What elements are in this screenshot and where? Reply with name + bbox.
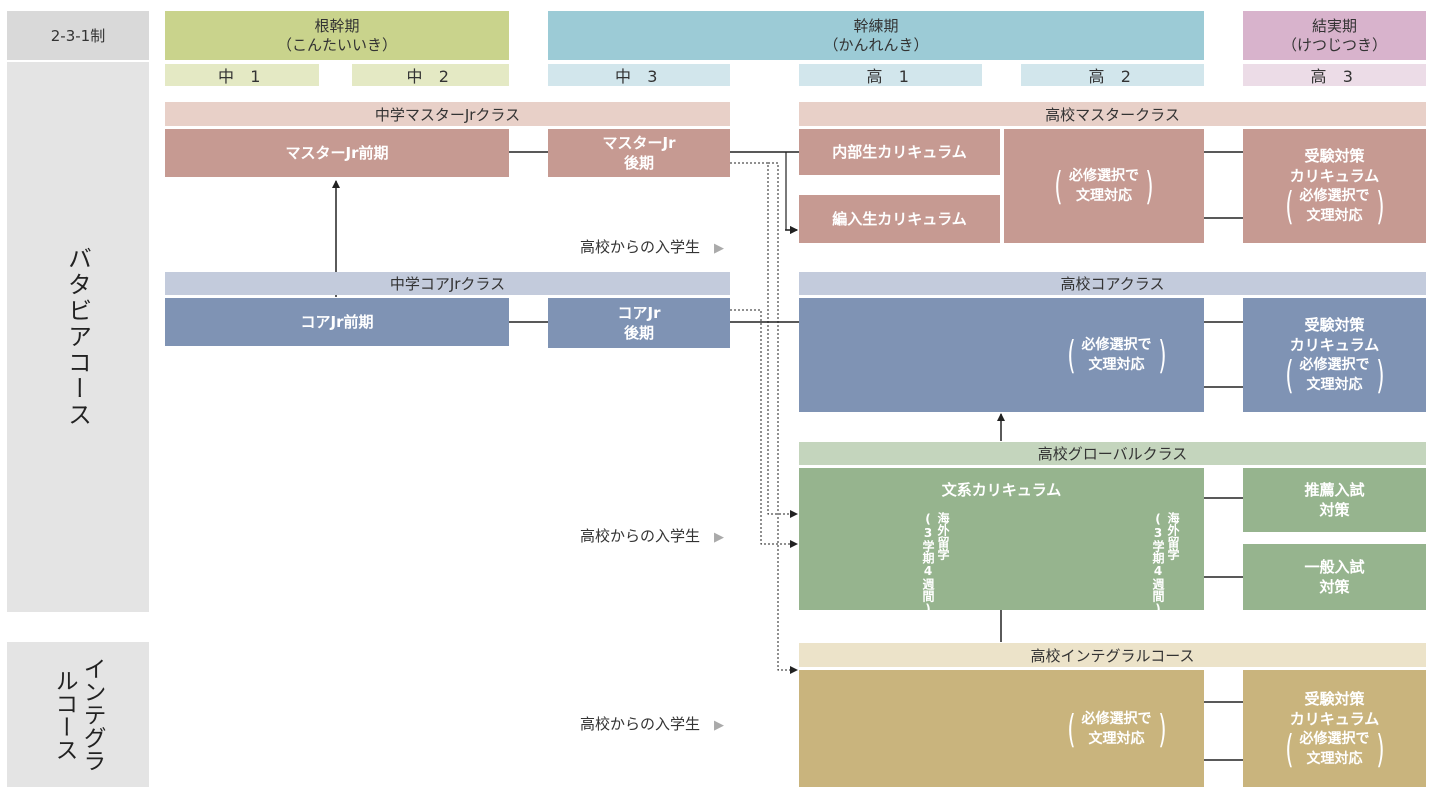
band-jr-master: 中学マスターJrクラス [165, 102, 730, 126]
box-master-elective: (必修選択で文理対応) [1004, 129, 1204, 243]
triangle-right-icon: ▶ [714, 241, 725, 256]
box-core-elective: (必修選択で文理対応) [799, 298, 1204, 412]
box-internal-curriculum: 内部生カリキュラム [799, 129, 1000, 175]
band-hs-global: 高校グローバルクラス [799, 442, 1426, 465]
triangle-right-icon: ▶ [714, 718, 725, 733]
box-transfer-curriculum: 編入生カリキュラム [799, 195, 1000, 243]
grade-header-j2: 中 2 [352, 64, 509, 86]
box-master-jr-early: マスターJr前期 [165, 129, 509, 177]
study-abroad-left: (3学期4週間) 海外留学 [921, 512, 950, 616]
box-master-exam: 受験対策 カリキュラム (必修選択で文理対応) [1243, 129, 1426, 243]
box-humanities-curriculum: 文系カリキュラム (3学期4週間) 海外留学 (3学期4週間) 海外留学 [799, 468, 1204, 616]
entry-label-global: 高校からの入学生▶ [580, 527, 725, 545]
system-label: 2-3-1制 [7, 11, 149, 60]
triangle-right-icon: ▶ [714, 530, 725, 545]
course-integral: インテグラルコース [7, 642, 149, 787]
grade-header-h2: 高 2 [1021, 64, 1204, 86]
box-integral-exam: 受験対策 カリキュラム (必修選択で文理対応) [1243, 670, 1426, 787]
grade-header-h1: 高 1 [799, 64, 982, 86]
period-header-kontai: 根幹期（こんたいいき） [165, 11, 509, 60]
entry-label-master: 高校からの入学生▶ [580, 238, 725, 256]
band-jr-core: 中学コアJrクラス [165, 272, 730, 295]
box-core-jr-early: コアJr前期 [165, 298, 509, 346]
box-core-exam: 受験対策 カリキュラム (必修選択で文理対応) [1243, 298, 1426, 412]
grade-header-h3: 高 3 [1243, 64, 1426, 86]
period-header-kanren: 幹練期（かんれんき） [548, 11, 1204, 60]
box-recommend-exam: 推薦入試対策 [1243, 468, 1426, 532]
entry-label-integral: 高校からの入学生▶ [580, 715, 725, 733]
period-header-ketsujitsu: 結実期（けつじつき） [1243, 11, 1426, 60]
box-integral-elective: (必修選択で文理対応) [799, 670, 1204, 787]
study-abroad-right: (3学期4週間) 海外留学 [1151, 512, 1180, 616]
grade-header-j1: 中 1 [165, 64, 319, 86]
band-hs-core: 高校コアクラス [799, 272, 1426, 295]
grade-header-j3: 中 3 [548, 64, 730, 86]
band-hs-integral: 高校インテグラルコース [799, 643, 1426, 667]
box-general-exam: 一般入試対策 [1243, 544, 1426, 610]
course-vatavia: バタビアコース [7, 62, 149, 612]
band-hs-master: 高校マスタークラス [799, 102, 1426, 126]
